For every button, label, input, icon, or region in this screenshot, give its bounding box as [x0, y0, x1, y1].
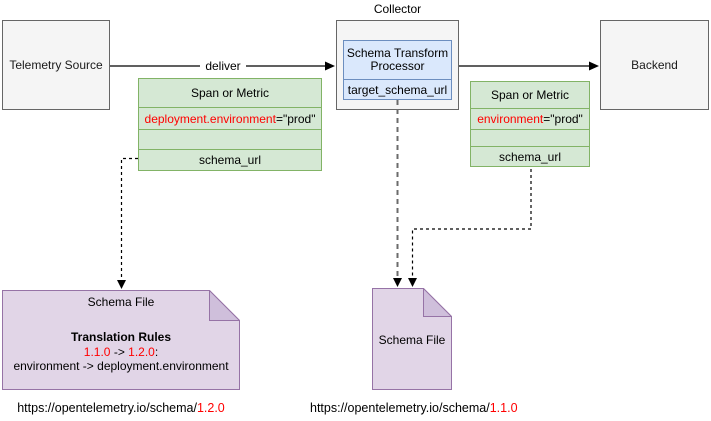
- collector-label: Collector: [373, 2, 422, 16]
- span-left-schema-url-row: schema_url: [198, 153, 262, 167]
- span-left-header: Span or Metric: [139, 79, 321, 108]
- span-left-attr-rest: ="prod": [275, 111, 316, 126]
- span-right-attribute-row: environment="prod": [471, 109, 589, 130]
- translation-rule-detail: environment -> deployment.environment: [13, 359, 229, 373]
- span-right-header: Span or Metric: [471, 82, 589, 109]
- processor-target-schema-url-field: target_schema_url: [344, 79, 451, 99]
- schema-url-mid-text: https://opentelemetry.io/schema/1.1.0: [310, 401, 518, 415]
- telemetry-source-label: Telemetry Source: [9, 58, 103, 72]
- translation-rules-title: Translation Rules: [70, 330, 172, 344]
- span-right-schema-url-row: schema_url: [498, 149, 562, 164]
- schema-url-mid-base: https://opentelemetry.io/schema/: [310, 401, 490, 415]
- edge-deliver-label: deliver: [200, 59, 246, 73]
- schema-transform-processor-node: Schema Transform Processor target_schema…: [343, 40, 452, 100]
- span-or-metric-left-table: Span or Metric deployment.environment="p…: [138, 78, 322, 171]
- span-left-attribute-row: deployment.environment="prod": [139, 108, 321, 130]
- edge-target-arrowhead: [393, 278, 402, 287]
- backend-node: Backend: [600, 20, 709, 110]
- schema-file-left-note: Schema File Translation Rules 1.1.0 -> 1…: [2, 290, 240, 390]
- schema-file-left-title: Schema File: [87, 295, 155, 309]
- translation-rules-block: Translation Rules 1.1.0 -> 1.2.0: enviro…: [2, 330, 240, 374]
- note-shape-left: [2, 290, 240, 390]
- span-or-metric-right-table: Span or Metric environment="prod" schema…: [470, 81, 590, 167]
- rule-version-from: 1.1.0: [83, 344, 111, 359]
- translation-rule-versions: 1.1.0 -> 1.2.0:: [2, 345, 240, 360]
- span-right-attr-rest: ="prod": [543, 112, 583, 126]
- rule-colon: :: [154, 344, 159, 359]
- span-left-empty-row: [139, 130, 321, 150]
- edge-right-schema-url-to-schema-file: [411, 169, 532, 278]
- rule-version-to: 1.2.0: [128, 344, 155, 359]
- schema-url-left-version: 1.2.0: [196, 401, 225, 415]
- span-right-attr-key: environment: [477, 112, 544, 126]
- note-shape-mid: [372, 288, 452, 390]
- schema-file-mid-title: Schema File: [378, 333, 446, 347]
- span-right-empty-row: [471, 130, 589, 147]
- schema-url-left-base: https://opentelemetry.io/schema/: [17, 401, 197, 415]
- edge-left-schema-url-to-schema-file: [120, 157, 138, 280]
- processor-title: Schema Transform Processor: [346, 46, 449, 73]
- rule-arrow: ->: [110, 344, 129, 359]
- edge-deliver-arrowhead: [325, 61, 335, 71]
- edge-left-arrowhead: [117, 280, 126, 289]
- edge-right-arrowhead: [408, 278, 417, 287]
- span-left-attr-key: deployment.environment: [144, 111, 276, 126]
- schema-url-mid-version: 1.1.0: [489, 401, 518, 415]
- schema-url-left-text: https://opentelemetry.io/schema/1.2.0: [2, 401, 240, 415]
- edge-collector-backend-arrowhead: [589, 61, 599, 71]
- backend-label: Backend: [631, 58, 678, 72]
- telemetry-source-node: Telemetry Source: [2, 20, 110, 110]
- schema-file-mid-note: Schema File: [372, 288, 452, 390]
